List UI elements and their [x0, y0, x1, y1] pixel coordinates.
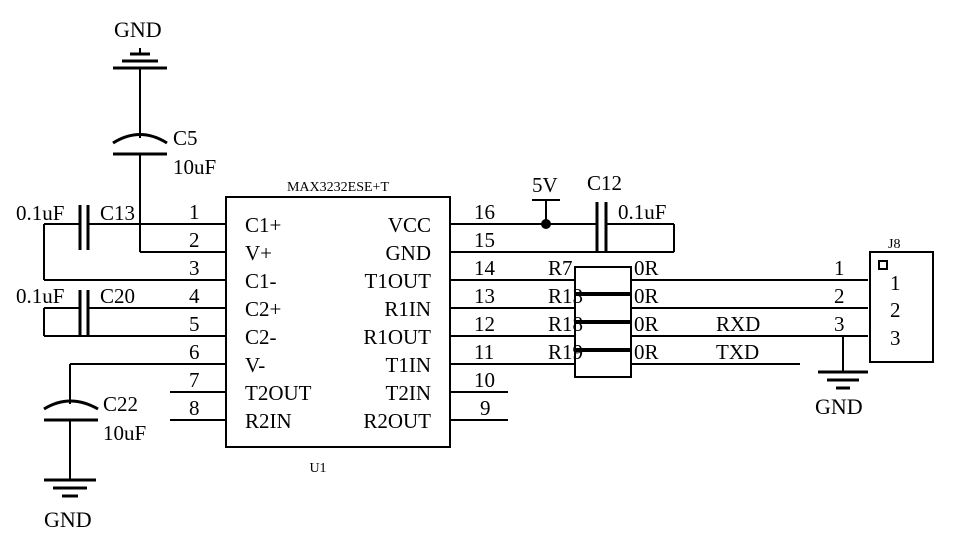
- j8-wire-label: 2: [834, 284, 845, 308]
- resistor-value: 0R: [634, 256, 659, 280]
- capacitor-c20: 0.1uF C20: [16, 284, 226, 337]
- j8-pin: 1: [890, 271, 901, 295]
- pin-name: V+: [245, 241, 272, 265]
- gnd-symbol-bottom-left: GND: [44, 478, 96, 532]
- resistor-r18: [574, 322, 632, 350]
- ic-left-pins: 1 2 3 4 5 6 7 8 C1+ V+ C1- C2+ C2- V- T2…: [189, 200, 312, 433]
- c22-ref: C22: [103, 392, 138, 416]
- signal-wires: [450, 279, 868, 421]
- pin-name: C2-: [245, 325, 277, 349]
- pin-number: 5: [189, 312, 200, 336]
- c12-ref: C12: [587, 171, 622, 195]
- resistor-ref: R7: [548, 256, 573, 280]
- gnd-symbol-connector: GND: [815, 335, 868, 419]
- c20-value: 0.1uF: [16, 284, 64, 308]
- pin-number: 6: [189, 340, 200, 364]
- pin-number: 7: [189, 368, 200, 392]
- j8-wire-label: 3: [834, 312, 845, 336]
- pin-number: 8: [189, 396, 200, 420]
- pin-number: 12: [474, 312, 495, 336]
- c5-ref: C5: [173, 126, 198, 150]
- pin-name: VCC: [388, 213, 431, 237]
- pin-name: T1IN: [386, 353, 432, 377]
- pin-name: V-: [245, 353, 265, 377]
- pin-number: 3: [189, 256, 200, 280]
- pin-name: R2OUT: [363, 409, 431, 433]
- resistor-value: 0R: [634, 284, 659, 308]
- c13-ref: C13: [100, 201, 135, 225]
- c12-value: 0.1uF: [618, 200, 666, 224]
- pin-name: C2+: [245, 297, 281, 321]
- pin-number: 2: [189, 228, 200, 252]
- c20-ref: C20: [100, 284, 135, 308]
- resistor-ref: R19: [548, 340, 583, 364]
- pin-name: R1IN: [384, 297, 431, 321]
- ic-u1: MAX3232ESE+T U1: [225, 180, 451, 476]
- pin-name: T2IN: [386, 381, 432, 405]
- resistor-value: 0R: [634, 312, 659, 336]
- pin-number: 14: [474, 256, 496, 280]
- gnd-label-connector: GND: [815, 394, 863, 419]
- pin-number: 16: [474, 200, 495, 224]
- connector-j8: J8 1 2 3 1 2 3: [800, 237, 934, 363]
- pin-name: GND: [386, 241, 432, 265]
- pin-number: 15: [474, 228, 495, 252]
- net-label-rxd: RXD: [716, 312, 760, 336]
- pin1-marker: [878, 260, 888, 270]
- j8-wire-label: 1: [834, 256, 845, 280]
- pin-name: T1OUT: [365, 269, 432, 293]
- resistor-ref: R13: [548, 284, 583, 308]
- pin-name: C1+: [245, 213, 281, 237]
- capacitor-c5: C5 10uF: [112, 68, 226, 253]
- gnd-label-top: GND: [114, 17, 162, 42]
- pin-name: R2IN: [245, 409, 292, 433]
- j8-pin: 3: [890, 326, 901, 350]
- ic-part-number: MAX3232ESE+T: [287, 180, 389, 195]
- j8-pin: 2: [890, 298, 901, 322]
- pin-number: 11: [474, 340, 494, 364]
- j8-ref: J8: [888, 237, 900, 252]
- pin-name: R1OUT: [363, 325, 431, 349]
- pin-name: C1-: [245, 269, 277, 293]
- ic-right-pins: VCC GND T1OUT R1IN R1OUT T1IN T2IN R2OUT…: [363, 200, 495, 433]
- resistor-value: 0R: [634, 340, 659, 364]
- resistor-r19: [574, 350, 632, 378]
- ic-ref: U1: [309, 461, 326, 476]
- net-label-txd: TXD: [716, 340, 759, 364]
- c22-value: 10uF: [103, 421, 146, 445]
- vcc-network: 5V: [450, 173, 674, 253]
- c5-value: 10uF: [173, 155, 216, 179]
- resistor-array: R7 R13 R18 R19 0R 0R 0R 0R: [548, 256, 659, 378]
- gnd-label-bottom-left: GND: [44, 507, 92, 532]
- vcc-label: 5V: [532, 173, 558, 197]
- pin-number: 10: [474, 368, 495, 392]
- resistor-ref: R18: [548, 312, 583, 336]
- capacitor-c12: C12 0.1uF: [587, 171, 675, 252]
- resistor-r13: [574, 294, 632, 322]
- gnd-symbol-top: GND: [113, 17, 167, 70]
- resistor-r7: [574, 266, 632, 294]
- pin-number: 9: [480, 396, 491, 420]
- junction-dot: [541, 219, 551, 229]
- capacitor-c22: C22 10uF: [43, 363, 226, 480]
- pin-number: 13: [474, 284, 495, 308]
- capacitor-c13: 0.1uF C13: [16, 201, 226, 281]
- pin-number: 1: [189, 200, 200, 224]
- pin-name: T2OUT: [245, 381, 312, 405]
- pin-number: 4: [189, 284, 200, 308]
- c13-value: 0.1uF: [16, 201, 64, 225]
